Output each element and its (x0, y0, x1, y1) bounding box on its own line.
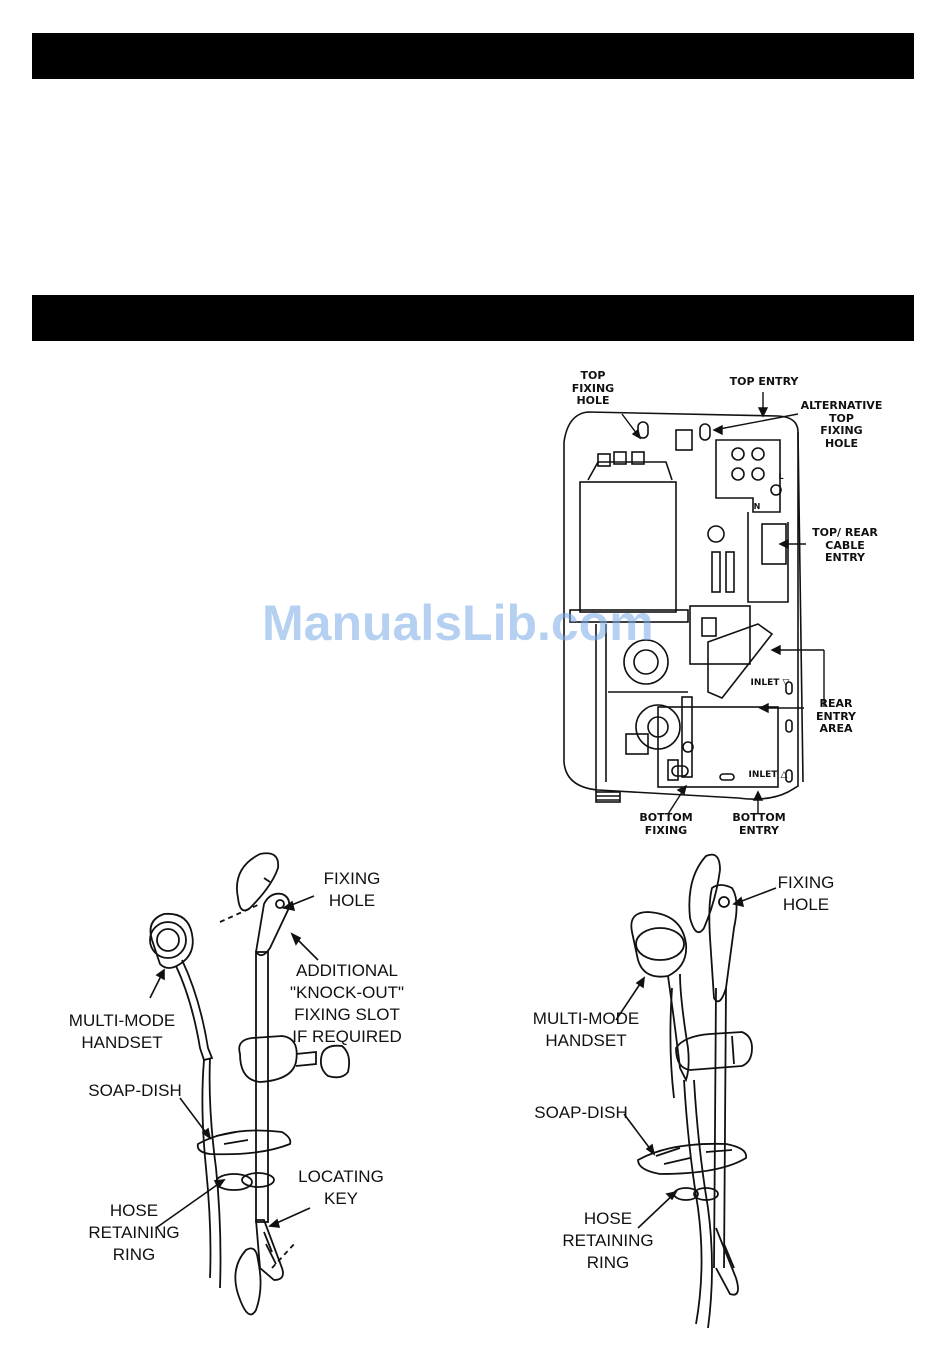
section-header-bar-1 (32, 33, 914, 79)
label-top-rear-cable-entry: TOP/ REAR CABLE ENTRY (812, 526, 878, 565)
label-terminal-n: N (753, 502, 761, 511)
left-label-multi-mode-handset: MULTI-MODE HANDSET (68, 1011, 176, 1053)
label-terminal-l: L (778, 472, 784, 481)
left-label-additional-knockout: ADDITIONAL "KNOCK-OUT" FIXING SLOT IF RE… (289, 961, 405, 1047)
label-bottom-entry: BOTTOM ENTRY (732, 811, 786, 837)
label-top-entry: TOP ENTRY (729, 375, 799, 388)
label-inlet-down: INLET ▽ (750, 678, 790, 688)
label-alternative-top-fixing-hole: ALTERNATIVE TOP FIXING HOLE (800, 399, 883, 450)
label-bottom-fixing: BOTTOM FIXING (639, 811, 693, 837)
label-inlet-up: INLET △ (748, 770, 788, 780)
shower-unit-diagram: TOP FIXING HOLE TOP ENTRY ALTERNATIVE TO… (548, 362, 908, 842)
left-label-hose-retaining-ring: HOSE RETAINING RING (88, 1201, 180, 1265)
left-label-fixing-hole: FIXING HOLE (323, 869, 381, 911)
right-label-soap-dish: SOAP-DISH (534, 1103, 628, 1122)
right-label-fixing-hole: FIXING HOLE (777, 873, 835, 915)
label-rear-entry-area: REAR ENTRY AREA (815, 697, 857, 736)
right-label-hose-retaining-ring: HOSE RETAINING RING (562, 1209, 654, 1273)
watermark: ManualsLib.com (262, 595, 654, 651)
section-header-bar-2 (32, 295, 914, 341)
shower-kit-right-drawing (615, 853, 777, 1329)
shower-unit-drawing (563, 392, 825, 815)
right-label-multi-mode-handset: MULTI-MODE HANDSET (532, 1009, 640, 1051)
label-top-fixing-hole: TOP FIXING HOLE (571, 369, 615, 408)
shower-kit-diagram-left: FIXING HOLE ADDITIONAL "KNOCK-OUT" FIXIN… (60, 848, 420, 1338)
left-label-soap-dish: SOAP-DISH (88, 1081, 182, 1100)
shower-kit-diagram-right: FIXING HOLE MULTI-MODE HANDSET SOAP-DISH… (520, 848, 860, 1338)
shower-kit-left-drawing (149, 852, 351, 1316)
left-label-locating-key: LOCATING KEY (298, 1167, 384, 1209)
